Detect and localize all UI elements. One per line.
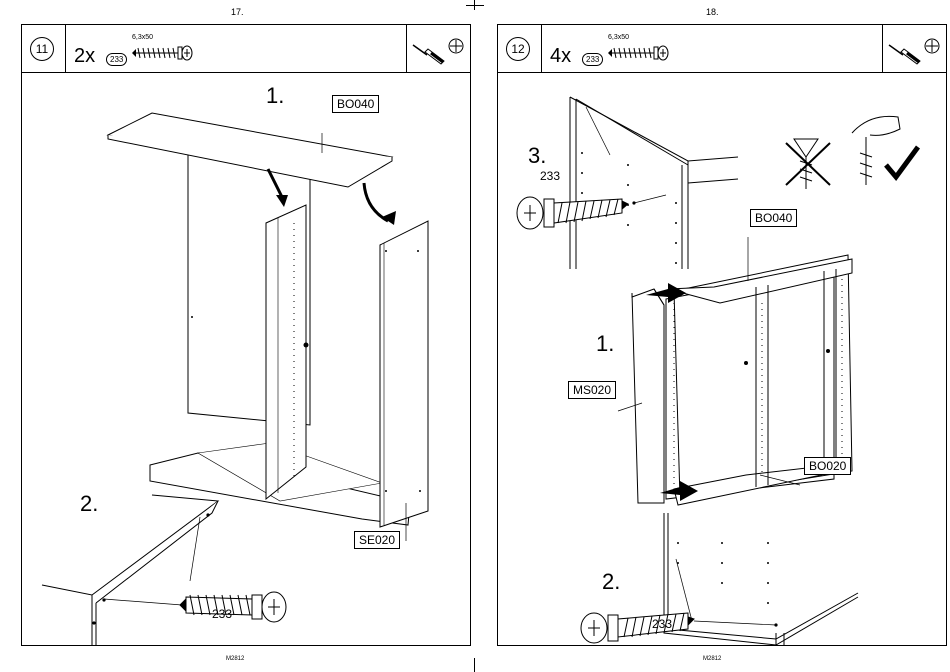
screw-label: 233: [212, 607, 232, 621]
step-header: 12 4x 233 6,3x50: [498, 25, 946, 73]
screw-label-bottom: 233: [652, 617, 672, 631]
cross-head-icon: [447, 37, 465, 55]
part-label-se020: SE020: [354, 531, 400, 549]
screw-icon: [130, 43, 194, 63]
part-label-ms020: MS020: [568, 381, 616, 399]
step-label-1: 1.: [266, 83, 284, 109]
step-header: 11 2x 233 6,3x50: [22, 25, 470, 73]
tool-box: [406, 25, 470, 72]
step-number: 11: [30, 37, 54, 61]
screw-quantity: 4x: [550, 45, 571, 68]
screw-size: 6,3x50: [132, 34, 153, 41]
screw-size: 6,3x50: [608, 34, 629, 41]
step-label-2: 2.: [80, 491, 98, 517]
step-number-box: 12: [498, 25, 542, 72]
footer-code-right: M2812: [703, 656, 721, 662]
cross-head-icon: [923, 37, 941, 55]
instruction-page-left: 11 2x 233 6,3x50: [21, 24, 471, 646]
step-number: 12: [506, 37, 530, 61]
footer-code-left: M2812: [226, 656, 244, 662]
page-number-left: 17.: [231, 7, 244, 17]
step-label-2: 2.: [602, 569, 620, 595]
page-number-right: 18.: [706, 7, 719, 17]
screw-quantity: 2x: [74, 45, 95, 68]
part-label-bo040: BO040: [750, 209, 797, 227]
wardrobe-assembly-drawing: [498, 73, 946, 645]
screw-icon: [606, 43, 670, 63]
step-label-1: 1.: [596, 331, 614, 357]
part-label-bo040: BO040: [332, 95, 379, 113]
part-label-bo020: BO020: [804, 457, 851, 475]
instruction-page-right: 12 4x 233 6,3x50: [497, 24, 947, 646]
screw-label-top: 233: [540, 169, 560, 183]
screwdriver-icon: [411, 39, 447, 67]
step-label-3: 3.: [528, 143, 546, 169]
crop-mark-top-h: [466, 5, 484, 6]
wardrobe-assembly-drawing: [22, 73, 470, 645]
step-number-box: 11: [22, 25, 66, 72]
tool-box: [882, 25, 946, 72]
screw-part-code: 233: [106, 53, 127, 66]
screwdriver-icon: [887, 39, 923, 67]
crop-mark-bottom: [474, 658, 475, 672]
screw-part-code: 233: [582, 53, 603, 66]
